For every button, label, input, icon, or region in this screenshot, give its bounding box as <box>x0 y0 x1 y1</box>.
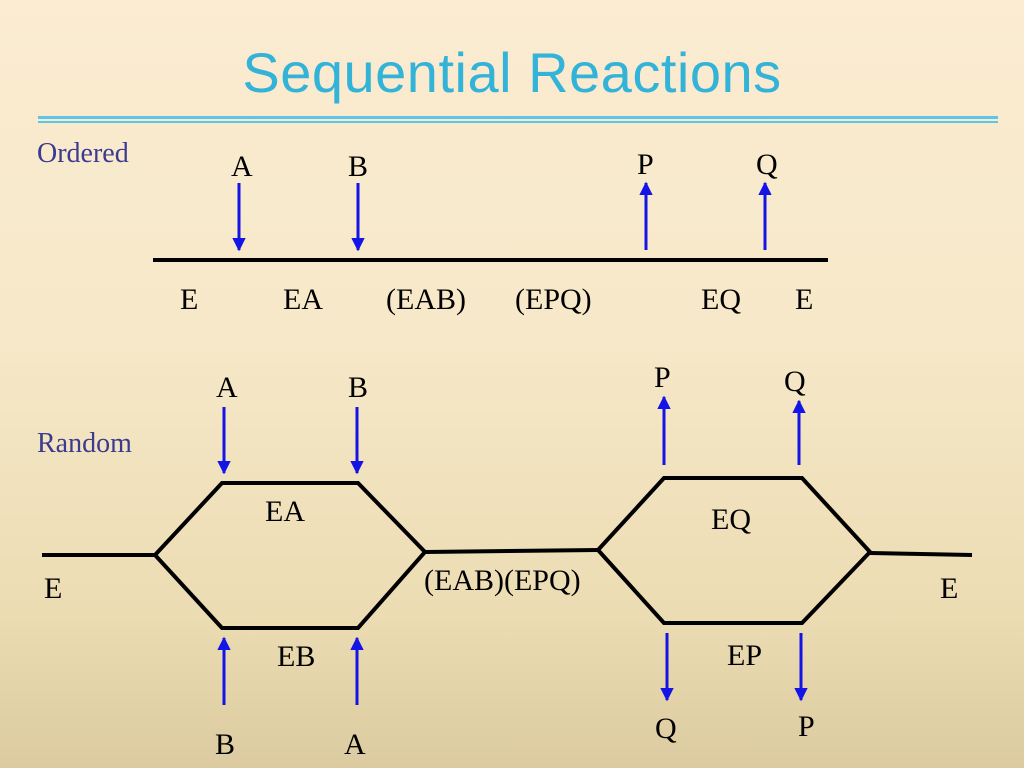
ordered-product-q: Q <box>756 148 778 181</box>
ordered-substrate-a: A <box>231 150 253 183</box>
random-central-complex: (EAB)(EPQ) <box>424 564 581 597</box>
ordered-state-e-end: E <box>795 283 813 316</box>
ordered-product-p: P <box>637 148 654 181</box>
title-rule-thin <box>38 121 998 123</box>
random-input-b-bottom: B <box>215 728 235 761</box>
ordered-substrate-b: B <box>348 150 368 183</box>
random-enzyme-start: E <box>44 572 62 605</box>
random-exit-line <box>869 551 973 557</box>
random-complex-ea: EA <box>265 495 305 528</box>
random-label: Random <box>37 428 132 459</box>
random-output-q-top: Q <box>784 365 806 398</box>
random-output-p-bottom: P <box>798 710 815 743</box>
ordered-state-epq: (EPQ) <box>515 283 592 316</box>
random-input-a-bottom: A <box>344 728 366 761</box>
ordered-state-e-start: E <box>180 283 198 316</box>
random-complex-ep: EP <box>727 639 762 672</box>
random-right-hexagon <box>595 476 873 625</box>
random-enzyme-end: E <box>940 572 958 605</box>
random-complex-eb: EB <box>277 640 315 673</box>
random-input-a-top: A <box>216 371 238 404</box>
ordered-state-eq: EQ <box>701 283 741 316</box>
title-rule-thick <box>38 116 998 119</box>
slide-title: Sequential Reactions <box>242 41 782 104</box>
ordered-state-eab: (EAB) <box>386 283 466 316</box>
random-complex-eq: EQ <box>711 503 751 536</box>
ordered-label: Ordered <box>37 138 129 169</box>
random-output-q-bottom: Q <box>655 712 677 745</box>
random-central-line <box>424 548 599 554</box>
random-input-b-top: B <box>348 371 368 404</box>
random-output-p-top: P <box>654 361 671 394</box>
ordered-state-ea: EA <box>283 283 323 316</box>
